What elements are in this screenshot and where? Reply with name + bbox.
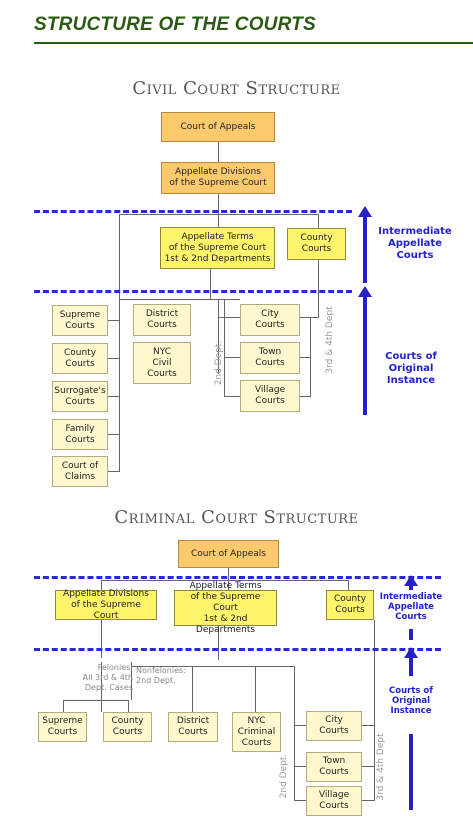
criminal-city-courts-box: City Courts [306, 711, 362, 741]
criminal-connector [362, 725, 375, 726]
civil-connector [218, 214, 219, 227]
criminal-court-of-appeals-box: Court of Appeals [178, 540, 279, 568]
criminal-original-dashed-line [34, 648, 441, 651]
civil-supreme-courts-box: Supreme Courts [52, 305, 108, 336]
page-title: STRUCTURE OF THE COURTS [34, 14, 316, 35]
civil-connector [224, 396, 240, 397]
criminal-connector [131, 662, 132, 700]
civil-section-title: Civil Court Structure [132, 78, 341, 99]
criminal-connector [294, 725, 306, 726]
criminal-supreme-courts-box: Supreme Courts [38, 712, 87, 742]
civil-appellate-divisions-box: Appellate Divisions of the Supreme Court [161, 162, 275, 194]
criminal-up-arrow-lower [404, 647, 418, 810]
civil-connector [318, 214, 319, 228]
civil-intermediate-dashed-line [34, 210, 352, 213]
criminal-felonies-note: Felonies: All 3rd & 4th Dept. Cases [82, 663, 133, 692]
civil-connector [119, 299, 240, 300]
civil-dept-2nd-label: 2nd Dept. [214, 340, 224, 386]
criminal-county-courts-top-box: County Courts [326, 590, 374, 620]
civil-court-of-appeals-box: Court of Appeals [161, 112, 275, 142]
criminal-town-courts-box: Town Courts [306, 752, 362, 782]
civil-connector [224, 357, 240, 358]
civil-connector [119, 214, 319, 215]
criminal-connector [294, 666, 295, 801]
criminal-connector [63, 700, 129, 701]
criminal-connector [348, 580, 349, 590]
civil-up-arrow [358, 206, 372, 283]
civil-connector [300, 317, 319, 318]
criminal-connector [255, 666, 256, 712]
criminal-section-title: Criminal Court Structure [114, 507, 359, 528]
civil-up-arrow-lower [358, 286, 372, 415]
civil-connector [108, 434, 120, 435]
criminal-nyc-criminal-courts-box: NYC Criminal Courts [232, 712, 281, 752]
civil-connector [108, 471, 120, 472]
criminal-dept-3rd-4th-label: 3rd & 4th Dept [376, 733, 386, 801]
criminal-intermediate-dashed-line [34, 576, 441, 579]
criminal-connector [101, 620, 102, 658]
criminal-original-label: Courts of Original Instance [389, 686, 433, 716]
civil-connector [119, 214, 120, 472]
civil-court-of-claims-box: Court of Claims [52, 456, 108, 487]
criminal-county-courts-box: County Courts [103, 712, 152, 742]
civil-connector [300, 396, 311, 397]
civil-appellate-terms-box: Appellate Terms of the Supreme Court 1st… [160, 227, 275, 269]
civil-village-courts-box: Village Courts [240, 380, 300, 412]
civil-surrogates-courts-box: Surrogate's Courts [52, 381, 108, 412]
civil-connector [108, 358, 120, 359]
criminal-connector [374, 620, 375, 800]
criminal-appellate-terms-box: Appellate Terms of the Supreme Court 1st… [174, 581, 277, 635]
civil-connector [318, 260, 319, 317]
civil-city-courts-box: City Courts [240, 304, 300, 336]
civil-district-courts-box: District Courts [133, 304, 191, 336]
criminal-connector [192, 666, 193, 712]
criminal-connector [294, 800, 306, 801]
criminal-connector [294, 766, 306, 767]
civil-connector [218, 317, 240, 318]
civil-intermediate-label: Intermediate Appellate Courts [378, 226, 452, 261]
civil-connector [210, 269, 211, 299]
criminal-dept-2nd-label: 2nd Dept. [279, 753, 289, 799]
criminal-appellate-divisions-box: Appellate Divisions of the Supreme Court [55, 589, 157, 621]
civil-original-dashed-line [34, 290, 352, 293]
title-rule [34, 42, 473, 44]
civil-connector [224, 299, 225, 397]
criminal-connector [101, 662, 102, 712]
civil-county-courts-box: County Courts [52, 343, 108, 374]
civil-connector [218, 142, 219, 162]
criminal-village-courts-box: Village Courts [306, 786, 362, 816]
criminal-connector [131, 666, 295, 667]
criminal-connector [101, 580, 349, 581]
criminal-nonfelonies-note: Nonfelonies: 2nd Dept. [136, 666, 186, 685]
civil-nyc-civil-courts-box: NYC Civil Courts [133, 342, 191, 384]
civil-family-courts-box: Family Courts [52, 419, 108, 450]
criminal-district-courts-box: District Courts [168, 712, 218, 742]
criminal-connector [362, 766, 375, 767]
criminal-connector [101, 580, 102, 590]
civil-connector [108, 320, 120, 321]
criminal-connector [228, 568, 229, 590]
civil-dept-3rd-4th-label: 3rd & 4th Dept [325, 306, 335, 374]
civil-town-courts-box: Town Courts [240, 342, 300, 374]
criminal-connector [362, 800, 375, 801]
criminal-connector [218, 626, 219, 660]
criminal-intermediate-label: Intermediate Appellate Courts [379, 592, 443, 622]
civil-connector [108, 396, 120, 397]
civil-original-label: Courts of Original Instance [385, 351, 437, 386]
civil-connector [218, 299, 219, 374]
civil-connector [300, 357, 311, 358]
civil-county-courts-top-box: County Courts [287, 228, 346, 260]
civil-connector [218, 194, 219, 214]
criminal-connector [128, 700, 129, 712]
criminal-connector [63, 700, 64, 712]
criminal-up-arrow [404, 575, 418, 640]
